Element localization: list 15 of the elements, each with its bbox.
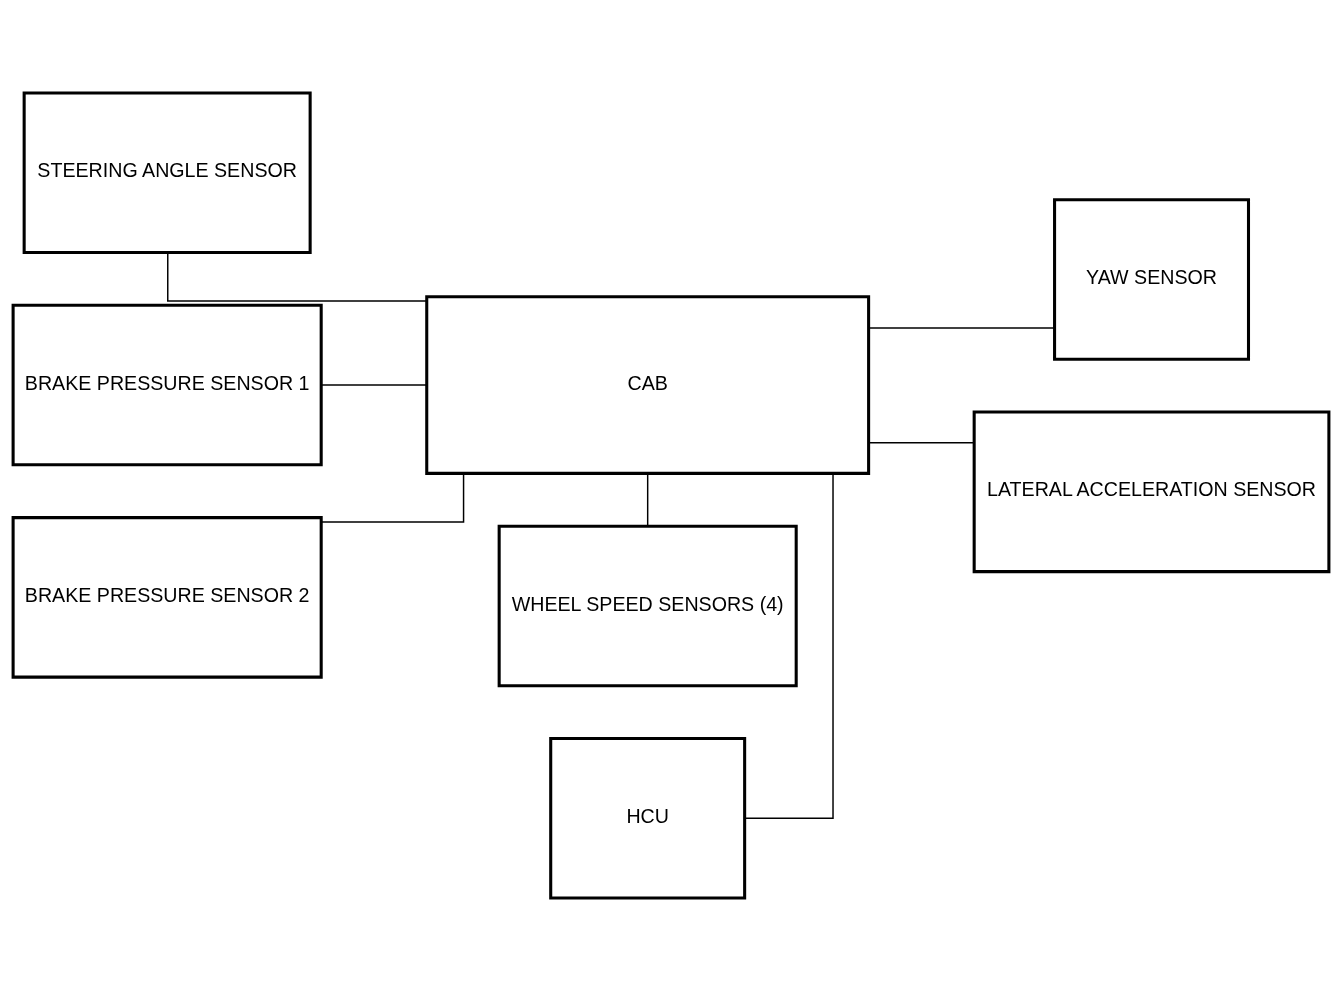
node-box: CAB <box>425 294 871 475</box>
node-box: YAW SENSOR <box>1053 197 1251 361</box>
node-box: WHEEL SPEED SENSORS (4) <box>497 524 798 687</box>
connector <box>320 383 428 386</box>
connector <box>867 441 975 443</box>
connector <box>867 326 1056 329</box>
connector <box>320 472 465 523</box>
node-box: HCU <box>549 736 747 900</box>
node-box: LATERAL ACCELERATION SENSOR <box>972 410 1331 573</box>
node-box: STEERING ANGLE SENSOR <box>22 90 312 254</box>
connector <box>646 472 649 527</box>
connector <box>743 472 834 819</box>
node-box: BRAKE PRESSURE SENSOR 1 <box>11 303 323 466</box>
node-box: BRAKE PRESSURE SENSOR 2 <box>11 515 323 679</box>
connector <box>167 251 428 302</box>
